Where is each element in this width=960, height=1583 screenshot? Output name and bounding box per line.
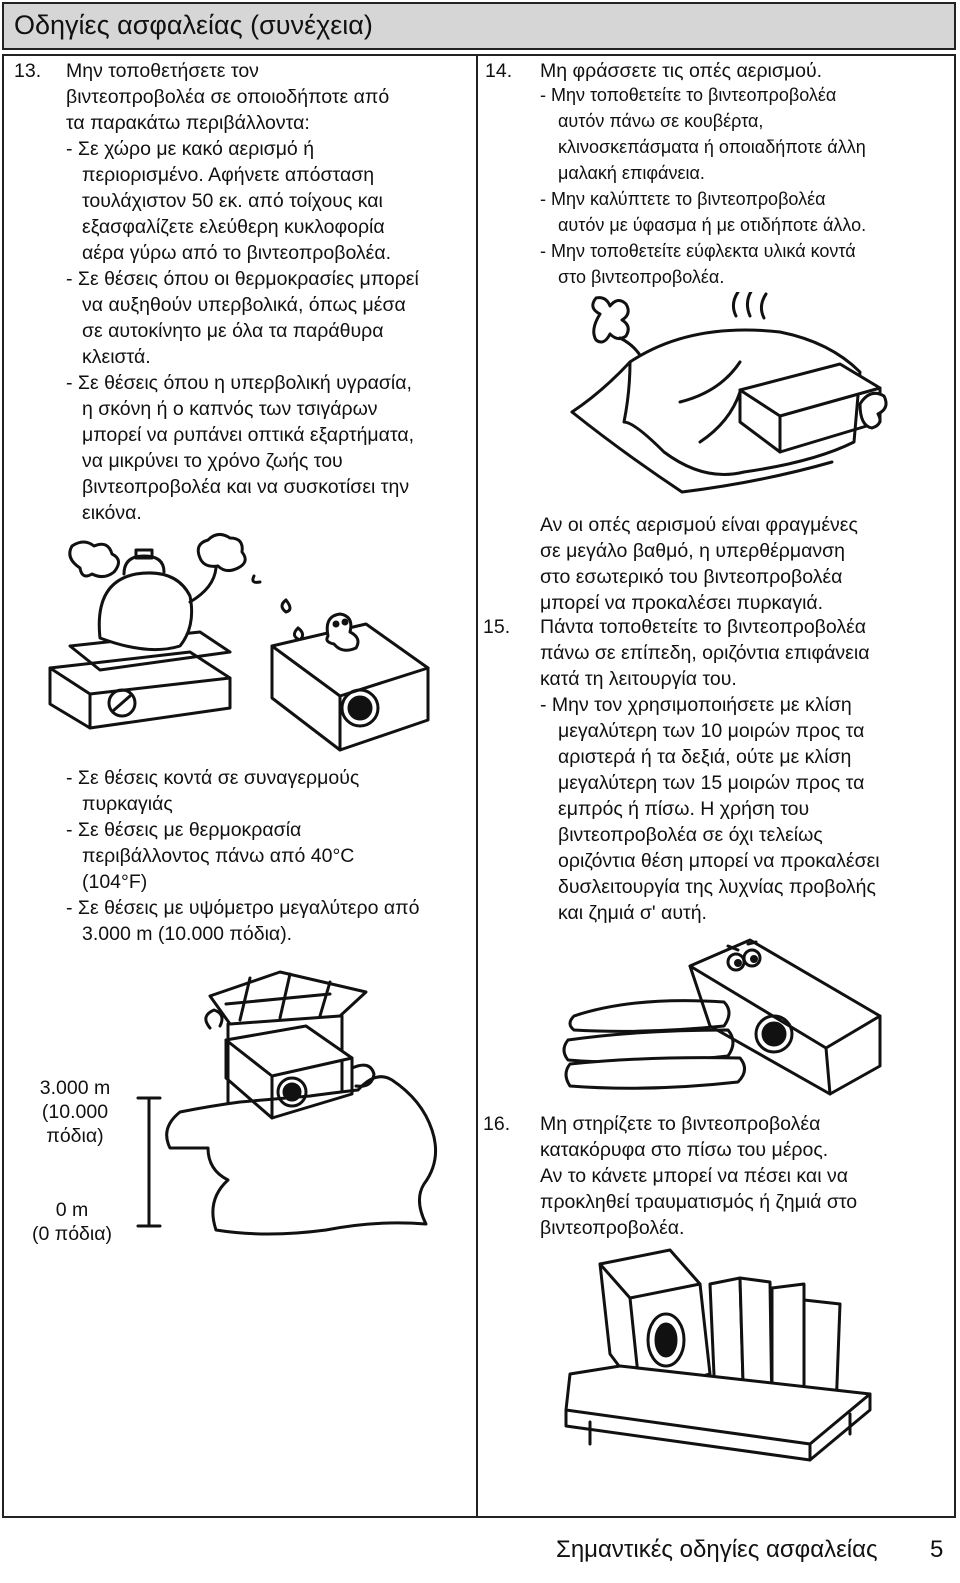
text-line: να μικρύνει το χρόνο ζωής του	[82, 450, 343, 472]
text-line: αυτόν πάνω σε κουβέρτα,	[558, 111, 764, 131]
label-line: (0 πόδια)	[31, 1223, 112, 1245]
text-line: - Μην τοποθετείτε εύφλεκτα υλικά κοντά	[540, 241, 856, 261]
text-line: μπορεί να ρυπάνει οπτικά εξαρτήματα,	[82, 424, 415, 446]
item-14-number: 14.	[485, 60, 513, 82]
text-line: Μην τοποθετήσετε τον	[66, 60, 259, 82]
text-line: (104°F)	[82, 871, 148, 893]
label-line: πόδια)	[46, 1125, 104, 1147]
text-line: αριστερά ή τα δεξιά, ούτε με κλίση	[558, 746, 852, 768]
text-line: Αν οι οπές αερισμού είναι φραγμένες	[540, 514, 858, 536]
text-line: στο εσωτερικό του βιντεοπροβολέα	[540, 566, 843, 588]
altitude-top-label: 3.000 m (10.000 πόδια)	[20, 1076, 130, 1148]
vertical-projector-illustration	[564, 1248, 872, 1462]
page-number: 5	[930, 1536, 944, 1563]
text-line: - Σε θέσεις όπου οι θερμοκρασίες μπορεί	[66, 268, 419, 290]
text-line: - Σε θέσεις με θερμοκρασία	[66, 819, 302, 841]
item-13-number: 13.	[14, 60, 42, 82]
footer-section-title: Σημαντικές οδηγίες ασφαλείας	[556, 1536, 878, 1563]
text-line: Πάντα τοποθετείτε το βιντεοπροβολέα	[540, 616, 867, 638]
column-divider	[476, 54, 478, 1518]
text-line: αέρα γύρω από το βιντεοπροβολέα.	[82, 242, 392, 264]
text-line: και ζημιά σ' αυτή.	[558, 902, 707, 924]
page-title: Οδηγίες ασφαλείας (συνέχεια)	[14, 10, 373, 40]
text-line: κατακόρυφα στο πίσω του μέρος.	[540, 1139, 829, 1161]
text-line: βιντεοπροβολέα και να συσκοτίσει την	[82, 476, 410, 498]
text-line: κλινοσκεπάσματα ή οποιαδήποτε άλλη	[558, 137, 866, 157]
text-line: - Μην καλύπτετε το βιντεοπροβολέα	[540, 189, 826, 209]
text-line: 3.000 m (10.000 πόδια).	[82, 923, 293, 945]
text-line: μεγαλύτερη των 10 μοιρών προς τα	[558, 720, 865, 742]
label-line: 0 m	[55, 1199, 89, 1221]
text-line: εξασφαλίζετε ελεύθερη κυκλοφορία	[82, 216, 385, 238]
covered-projector-illustration	[570, 292, 888, 494]
text-line: πυρκαγιάς	[82, 793, 173, 815]
content-frame	[2, 54, 956, 1518]
text-line: - Μην τον χρησιμοποιήσετε με κλίση	[540, 694, 852, 716]
item-15-number: 15.	[483, 616, 511, 638]
text-line: - Σε θέσεις κοντά σε συναγερμούς	[66, 767, 360, 789]
text-line: περιβάλλοντος πάνω από 40°C	[82, 845, 355, 867]
text-line: δυσλειτουργία της λυχνίας προβολής	[558, 876, 876, 898]
text-line: στο βιντεοπροβολέα.	[558, 267, 725, 287]
kettle-stove-projector-illustration	[48, 533, 430, 752]
text-line: προκληθεί τραυματισμός ή ζημιά στο	[540, 1191, 858, 1213]
text-line: μεγαλύτερη των 15 μοιρών προς τα	[558, 772, 865, 794]
label-line: 3.000 m	[39, 1077, 111, 1099]
text-line: - Σε θέσεις όπου η υπερβολική υγρασία,	[66, 372, 412, 394]
text-line: - Σε χώρο με κακό αερισμό ή	[66, 138, 315, 160]
mountain-projector-illustration	[136, 970, 438, 1236]
text-line: μπορεί να προκαλέσει πυρκαγιά.	[540, 592, 824, 614]
text-line: βιντεοπροβολέα σε όχι τελείως	[558, 824, 823, 846]
text-line: βιντεοπροβολέα σε οποιοδήποτε από	[66, 86, 390, 108]
text-line: να αυξηθούν υπερβολικά, όπως μέσα	[82, 294, 406, 316]
text-line: σε μεγάλο βαθμό, η υπερθέρμανση	[540, 540, 846, 562]
text-line: Αν το κάνετε μπορεί να πέσει και να	[540, 1165, 848, 1187]
text-line: - Μην τοποθετείτε το βιντεοπροβολέα	[540, 85, 837, 105]
text-line: σε αυτοκίνητο με όλα τα παράθυρα	[82, 320, 384, 342]
text-line: εικόνα.	[82, 502, 142, 524]
text-line: κλειστά.	[82, 346, 151, 368]
text-line: τουλάχιστον 50 εκ. από τοίχους και	[82, 190, 383, 212]
text-line: - Σε θέσεις με υψόμετρο μεγαλύτερο από	[66, 897, 420, 919]
section-title-bar: Οδηγίες ασφαλείας (συνέχεια)	[2, 2, 956, 50]
text-line: Μη στηρίζετε το βιντεοπροβολέα	[540, 1113, 821, 1135]
text-line: περιορισμένο. Αφήνετε απόσταση	[82, 164, 375, 186]
label-line: (10.000	[41, 1101, 109, 1123]
text-line: κατά τη λειτουργία του.	[540, 668, 737, 690]
item-16-number: 16.	[483, 1113, 511, 1135]
text-line: η σκόνη ή ο καπνός των τσιγάρων	[82, 398, 378, 420]
text-line: μαλακή επιφάνεια.	[558, 163, 705, 183]
text-line: τα παρακάτω περιβάλλοντα:	[66, 112, 310, 134]
text-line: βιντεοπροβολέα.	[540, 1217, 685, 1239]
item-14-heading: Μη φράσσετε τις οπές αερισμού.	[540, 60, 823, 82]
text-line: αυτόν με ύφασμα ή με οτιδήποτε άλλο.	[558, 215, 867, 235]
text-line: οριζόντια θέση μπορεί να προκαλέσει	[558, 850, 880, 872]
altitude-bottom-label: 0 m (0 πόδια)	[12, 1198, 132, 1246]
tilted-projector-illustration	[562, 938, 882, 1096]
text-line: εμπρός ή πίσω. Η χρήση του	[558, 798, 810, 820]
text-line: πάνω σε επίπεδη, οριζόντια επιφάνεια	[540, 642, 870, 664]
